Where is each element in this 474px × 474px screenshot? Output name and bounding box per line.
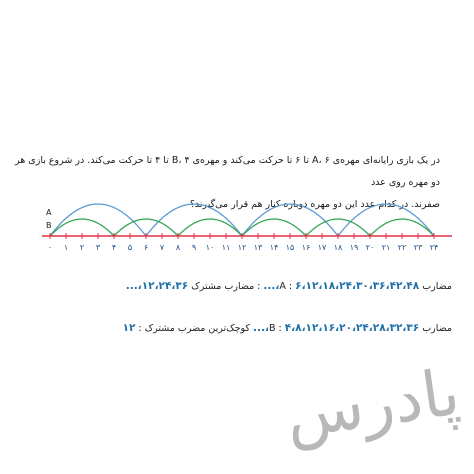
multiples-b: ۴،۸،۱۲،۱۶،۲۰،۲۴،۲۸،۳۲،۳۶،... [253, 322, 420, 334]
tick-label: ۶ [144, 243, 148, 252]
arc-a-jump [145, 203, 243, 237]
watermark-logo: پادرس [280, 355, 465, 454]
tick-label: ۲۲ [398, 243, 407, 252]
tick-label: ۱۷ [318, 243, 327, 252]
label-a: A [46, 208, 52, 217]
tick-label: ۹ [192, 243, 196, 252]
problem-line-2: صفرند. در کدام عدد این دو مهره دوباره کن… [189, 199, 440, 210]
tick-label: ۳ [96, 243, 101, 252]
tick-label: ۸ [176, 243, 181, 252]
lcm-label: کوچک‌ترین مضرب مشترک : [138, 323, 250, 334]
arc-b-jump [305, 218, 371, 237]
multiples-a: ۶،۱۲،۱۸،۲۴،۳۰،۳۶،۴۲،۴۸،... [263, 280, 420, 292]
problem-text: در یک بازی رایانه‌ای مهره‌ی A، ۶ تا ۶ تا… [8, 150, 440, 216]
tick-label: ۰ [48, 243, 52, 252]
tick-label: ۲۳ [414, 243, 423, 252]
tick-label: ۱۴ [270, 243, 279, 252]
answer-row-b: مضارب B : ۴،۸،۱۲،۱۶،۲۰،۲۴،۲۸،۳۲،۳۶،... ک… [24, 322, 452, 334]
arc-a-jump [337, 203, 435, 237]
tick-label: ۱۸ [334, 243, 343, 252]
tick-label: ۲۴ [430, 243, 439, 252]
common-multiples-label: : مضارب مشترک [191, 281, 261, 292]
answer-row-a: مضارب A : ۶،۱۲،۱۸،۲۴،۳۰،۳۶،۴۲،۴۸،... : م… [24, 280, 452, 292]
arcs-b [49, 218, 435, 237]
arc-a-jump [241, 203, 339, 237]
label-b: B [46, 221, 52, 230]
arcs-a [49, 203, 435, 237]
tick-label: ۱۰ [206, 243, 215, 252]
tick-label: ۱۹ [350, 243, 359, 252]
tick-label: ۱۳ [254, 243, 263, 252]
tick-label: ۲۰ [366, 243, 375, 252]
arc-b-jump [241, 218, 307, 237]
lcm-value: ۱۲ [122, 322, 136, 334]
tick-label: ۵ [128, 243, 132, 252]
arc-b-jump [369, 218, 435, 237]
arc-a-jump [49, 203, 147, 237]
tick-label: ۱۵ [286, 243, 295, 252]
tick-label: ۴ [112, 243, 116, 252]
multiples-b-label: مضارب B : [268, 323, 452, 334]
arc-b-jump [113, 218, 179, 237]
tick-label: ۱۱ [222, 243, 231, 252]
tick-label: ۷ [160, 243, 165, 252]
common-multiples: ۱۲،۲۴،۳۶،... [125, 280, 189, 292]
arc-b-jump [49, 218, 115, 237]
tick-label: ۱۲ [238, 243, 247, 252]
tick-label: ۲ [80, 243, 84, 252]
problem-line-1: در یک بازی رایانه‌ای مهره‌ی A، ۶ تا ۶ تا… [15, 155, 440, 188]
multiples-a-label: مضارب A : [279, 281, 452, 292]
arc-b-jump [177, 218, 243, 237]
tick-label: ۱ [64, 243, 68, 252]
tick-label: ۱۶ [302, 243, 311, 252]
tick-label: ۲۱ [382, 243, 391, 252]
